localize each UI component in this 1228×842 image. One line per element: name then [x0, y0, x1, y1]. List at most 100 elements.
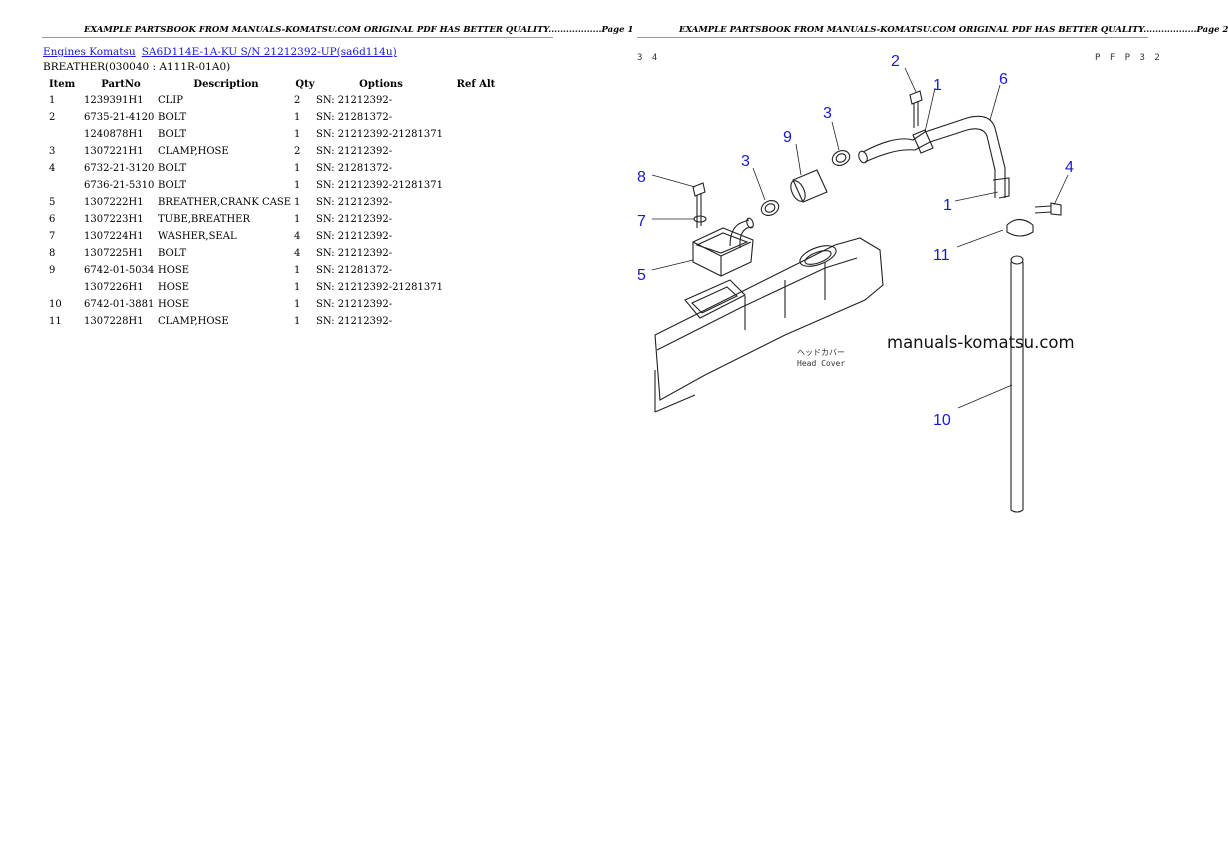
cell-partno: 6732-21-3120 — [84, 163, 155, 174]
callout-6: 6 — [999, 71, 1008, 88]
cell-description: BOLT — [158, 248, 187, 259]
parts-table: Item PartNo Description Qty Options Ref … — [43, 76, 506, 330]
leader-lines — [651, 67, 1069, 409]
callout-7: 7 — [637, 213, 646, 230]
diagram-corner-label-right: P F P 3 2 — [1095, 53, 1162, 63]
cell-qty: 1 — [294, 197, 301, 208]
callout-8: 8 — [637, 169, 646, 186]
cell-description: BOLT — [158, 163, 187, 174]
cell-qty: 1 — [294, 112, 301, 123]
cell-options: SN: 21212392- — [316, 299, 393, 310]
cell-ref-alt — [446, 296, 506, 313]
head-cover-jp-label: ヘッドカバー — [797, 348, 845, 357]
cell-description: CLAMP,HOSE — [158, 146, 229, 157]
breadcrumb-link-model[interactable]: SA6D114E-1A-KU S/N 21212392-UP(sa6d114u) — [141, 46, 397, 58]
cell-options: SN: 21212392- — [316, 316, 393, 327]
cell-options: SN: 21212392- — [316, 248, 393, 259]
callout-11: 11 — [933, 247, 950, 264]
cell-description: CLAMP,HOSE — [158, 316, 229, 327]
head-cover-en-label: Head Cover — [797, 359, 845, 368]
cell-partno: 6742-01-3881 — [84, 299, 155, 310]
table-row: 8 1307225H1 BOLT 4 SN: 21212392- — [43, 245, 506, 262]
cell-item: 10 — [49, 299, 62, 310]
breadcrumb-link-engines[interactable]: Engines Komatsu — [43, 46, 136, 58]
cell-ref-alt — [446, 92, 506, 109]
cell-item: 9 — [49, 265, 56, 276]
cell-ref-alt — [446, 313, 506, 330]
cell-description: BOLT — [158, 129, 187, 140]
cell-item: 7 — [49, 231, 56, 242]
cell-item: 11 — [49, 316, 62, 327]
cell-ref-alt — [446, 143, 506, 160]
callout-4: 4 — [1065, 159, 1074, 176]
cell-ref-alt — [446, 160, 506, 177]
cell-qty: 1 — [294, 180, 301, 191]
cell-options: SN: 21212392- — [316, 146, 393, 157]
cell-ref-alt — [446, 109, 506, 126]
cell-description: TUBE,BREATHER — [158, 214, 250, 225]
callout-1-top: 1 — [933, 77, 942, 94]
table-row: 1240878H1 BOLT 1 SN: 21212392-21281371 — [43, 126, 506, 143]
cell-qty: 1 — [294, 163, 301, 174]
page-2: EXAMPLE PARTSBOOK FROM MANUALS-KOMATSU.C… — [595, 0, 1228, 842]
cell-ref-alt — [446, 262, 506, 279]
cell-partno: 1307226H1 — [84, 282, 144, 293]
cell-options: SN: 21212392- — [316, 214, 393, 225]
cell-partno: 1307228H1 — [84, 316, 144, 327]
cell-ref-alt — [446, 245, 506, 262]
cell-options: SN: 21281372- — [316, 265, 393, 276]
cell-item: 6 — [49, 214, 56, 225]
parts-exploded-diagram: 2 1 6 3 9 3 8 4 7 1 11 5 10 ヘッドカバー Head … — [637, 53, 1074, 513]
header-rule — [637, 37, 1148, 38]
cell-options: SN: 21281372- — [316, 112, 393, 123]
cell-item — [43, 177, 84, 194]
callout-1-bottom: 1 — [943, 197, 952, 214]
cell-qty: 2 — [294, 95, 301, 106]
cell-qty: 2 — [294, 146, 301, 157]
col-header-partno: PartNo — [101, 78, 141, 90]
cell-item: 8 — [49, 248, 56, 259]
page-2-header: EXAMPLE PARTSBOOK FROM MANUALS-KOMATSU.C… — [679, 25, 1228, 35]
cell-partno: 6742-01-5034 — [84, 265, 155, 276]
cell-options: SN: 21212392- — [316, 231, 393, 242]
cell-qty: 4 — [294, 248, 301, 259]
cell-description: HOSE — [158, 282, 190, 293]
cell-ref-alt — [446, 279, 506, 296]
cell-partno: 1240878H1 — [84, 129, 144, 140]
cell-ref-alt — [446, 211, 506, 228]
cell-qty: 1 — [294, 299, 301, 310]
col-header-options: Options — [359, 78, 403, 90]
cell-item — [43, 126, 84, 143]
col-header-item: Item — [49, 78, 76, 90]
callout-3-top: 3 — [823, 105, 832, 122]
table-row: 3 1307221H1 CLAMP,HOSE 2 SN: 21212392- — [43, 143, 506, 160]
cell-qty: 1 — [294, 129, 301, 140]
cell-qty: 1 — [294, 214, 301, 225]
cell-partno: 1307222H1 — [84, 197, 144, 208]
cell-partno: 1307223H1 — [84, 214, 144, 225]
cell-partno: 1307221H1 — [84, 146, 144, 157]
cell-qty: 4 — [294, 231, 301, 242]
breadcrumb: Engines Komatsu SA6D114E-1A-KU S/N 212123… — [43, 46, 397, 58]
page-1: EXAMPLE PARTSBOOK FROM MANUALS-KOMATSU.C… — [0, 0, 633, 842]
cell-options: SN: 21212392- — [316, 95, 393, 106]
head-cover-drawing — [654, 90, 1062, 513]
cell-options: SN: 21212392-21281371 — [316, 129, 443, 140]
callout-10: 10 — [933, 412, 951, 429]
cell-item — [43, 279, 84, 296]
cell-item: 1 — [49, 95, 56, 106]
cell-ref-alt — [446, 126, 506, 143]
cell-qty: 1 — [294, 265, 301, 276]
cell-partno: 1239391H1 — [84, 95, 144, 106]
cell-qty: 1 — [294, 282, 301, 293]
cell-partno: 1307225H1 — [84, 248, 144, 259]
cell-description: HOSE — [158, 299, 190, 310]
watermark: manuals-komatsu.com — [887, 333, 1075, 352]
cell-item: 3 — [49, 146, 56, 157]
